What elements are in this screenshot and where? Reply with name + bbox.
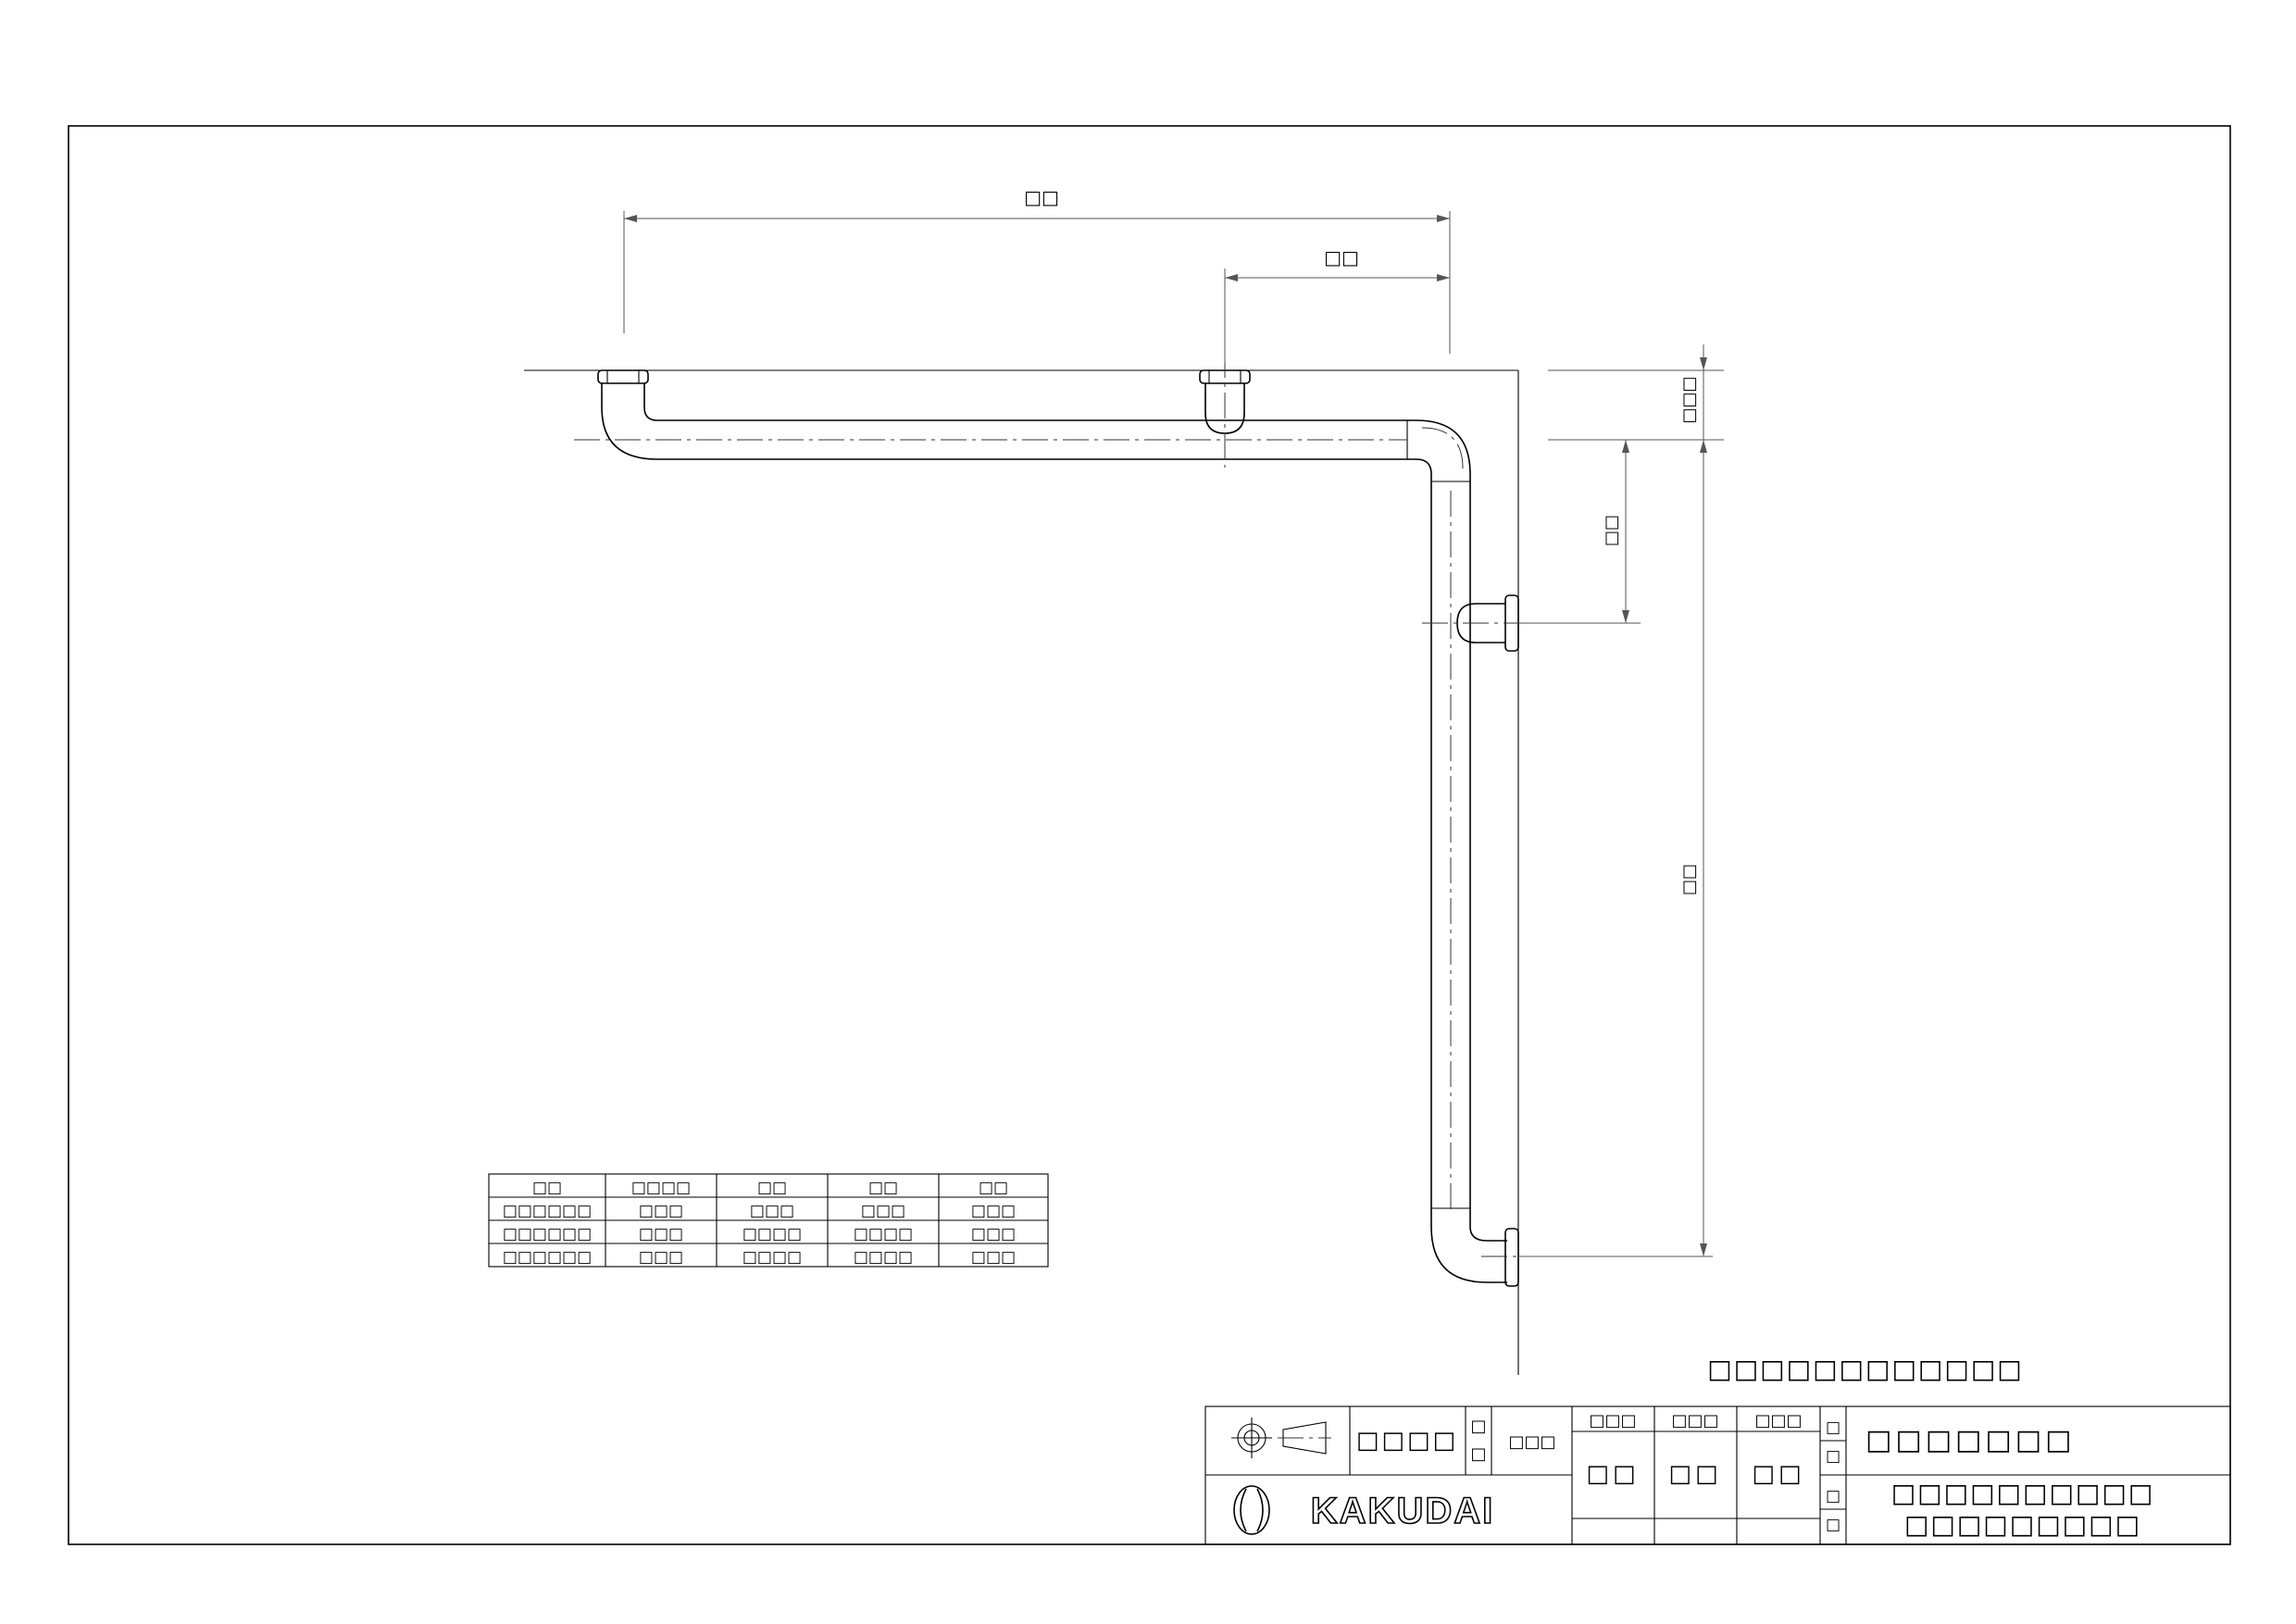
left-mount-flange: [597, 369, 649, 384]
dim-label-overall-width: □□: [1024, 186, 1059, 208]
spec-cell: □□□□: [742, 1225, 802, 1243]
product-name-line-2: □□□□□□□□□: [1904, 1509, 2141, 1540]
spec-header-2: □□: [757, 1179, 787, 1197]
spec-cell: □□□: [971, 1225, 1016, 1243]
scale-label: □□□: [1508, 1432, 1555, 1452]
logo-text: KAKUDAI: [1311, 1491, 1494, 1531]
col-value: □□: [1668, 1460, 1721, 1488]
spec-cell: □□□□□□: [503, 1225, 592, 1243]
product-name-line-1: □□□□□□□□□□: [1891, 1478, 2155, 1508]
spec-header-4: □□: [979, 1179, 1008, 1197]
dim-overall-width: [623, 211, 1451, 354]
projection-label: □□□□: [1356, 1427, 1458, 1455]
spec-cell: □□□: [639, 1202, 683, 1220]
projection-symbol-icon: [1231, 1418, 1331, 1458]
row-mark: □: [1826, 1516, 1841, 1534]
side-mark: □: [1470, 1417, 1486, 1436]
spec-cell: □□□□: [854, 1248, 913, 1267]
col-header: □□□: [1754, 1411, 1802, 1430]
spec-header-1: □□□□: [631, 1179, 691, 1197]
row-mark: □: [1826, 1487, 1841, 1505]
row-mark: □: [1826, 1418, 1841, 1437]
spec-cell: □□□: [639, 1248, 683, 1267]
col-value: □□: [1586, 1460, 1639, 1488]
dim-vertical: [1518, 344, 1724, 1257]
dim-label-mid-offset: □□: [1602, 515, 1621, 546]
middle-support: [1199, 352, 1251, 468]
spec-cell: □□□: [750, 1202, 794, 1220]
spec-cell: □□□: [861, 1202, 905, 1220]
bottom-mount-flange: [1481, 1228, 1537, 1287]
spec-cell: □□□: [639, 1225, 683, 1243]
spec-table: [488, 1173, 1049, 1268]
drawing-note: □□□□□□□□□□□□: [1707, 1354, 2023, 1384]
spec-cell: □□□□: [854, 1225, 913, 1243]
spec-header-3: □□: [868, 1179, 898, 1197]
col-header: □□□: [1671, 1411, 1718, 1430]
dim-label-top-clearance: □□□: [1679, 376, 1699, 423]
spec-cell: □□□□□□: [503, 1202, 592, 1220]
grab-bar: [574, 383, 1507, 1283]
spec-header-0: □□: [532, 1179, 562, 1197]
product-code: □□□□□□□: [1866, 1424, 2075, 1456]
dim-mount-offset: [1224, 269, 1450, 363]
spec-cell: □□□: [971, 1248, 1016, 1267]
dim-label-mount-offset: □□: [1324, 246, 1359, 269]
spec-cell: □□□: [971, 1202, 1016, 1220]
title-block: [1204, 1405, 2231, 1545]
row-mark: □: [1826, 1447, 1841, 1466]
kakudai-logo: KAKUDAI: [1233, 1485, 1494, 1535]
side-mark: □: [1470, 1444, 1486, 1464]
sheet-border: [68, 125, 2231, 1545]
col-header: □□□: [1589, 1411, 1636, 1430]
spec-cell: □□□□□□: [503, 1248, 592, 1267]
spec-cell: □□□□: [742, 1248, 802, 1267]
col-value: □□: [1752, 1460, 1804, 1488]
dim-label-overall-height: □□: [1679, 864, 1699, 895]
